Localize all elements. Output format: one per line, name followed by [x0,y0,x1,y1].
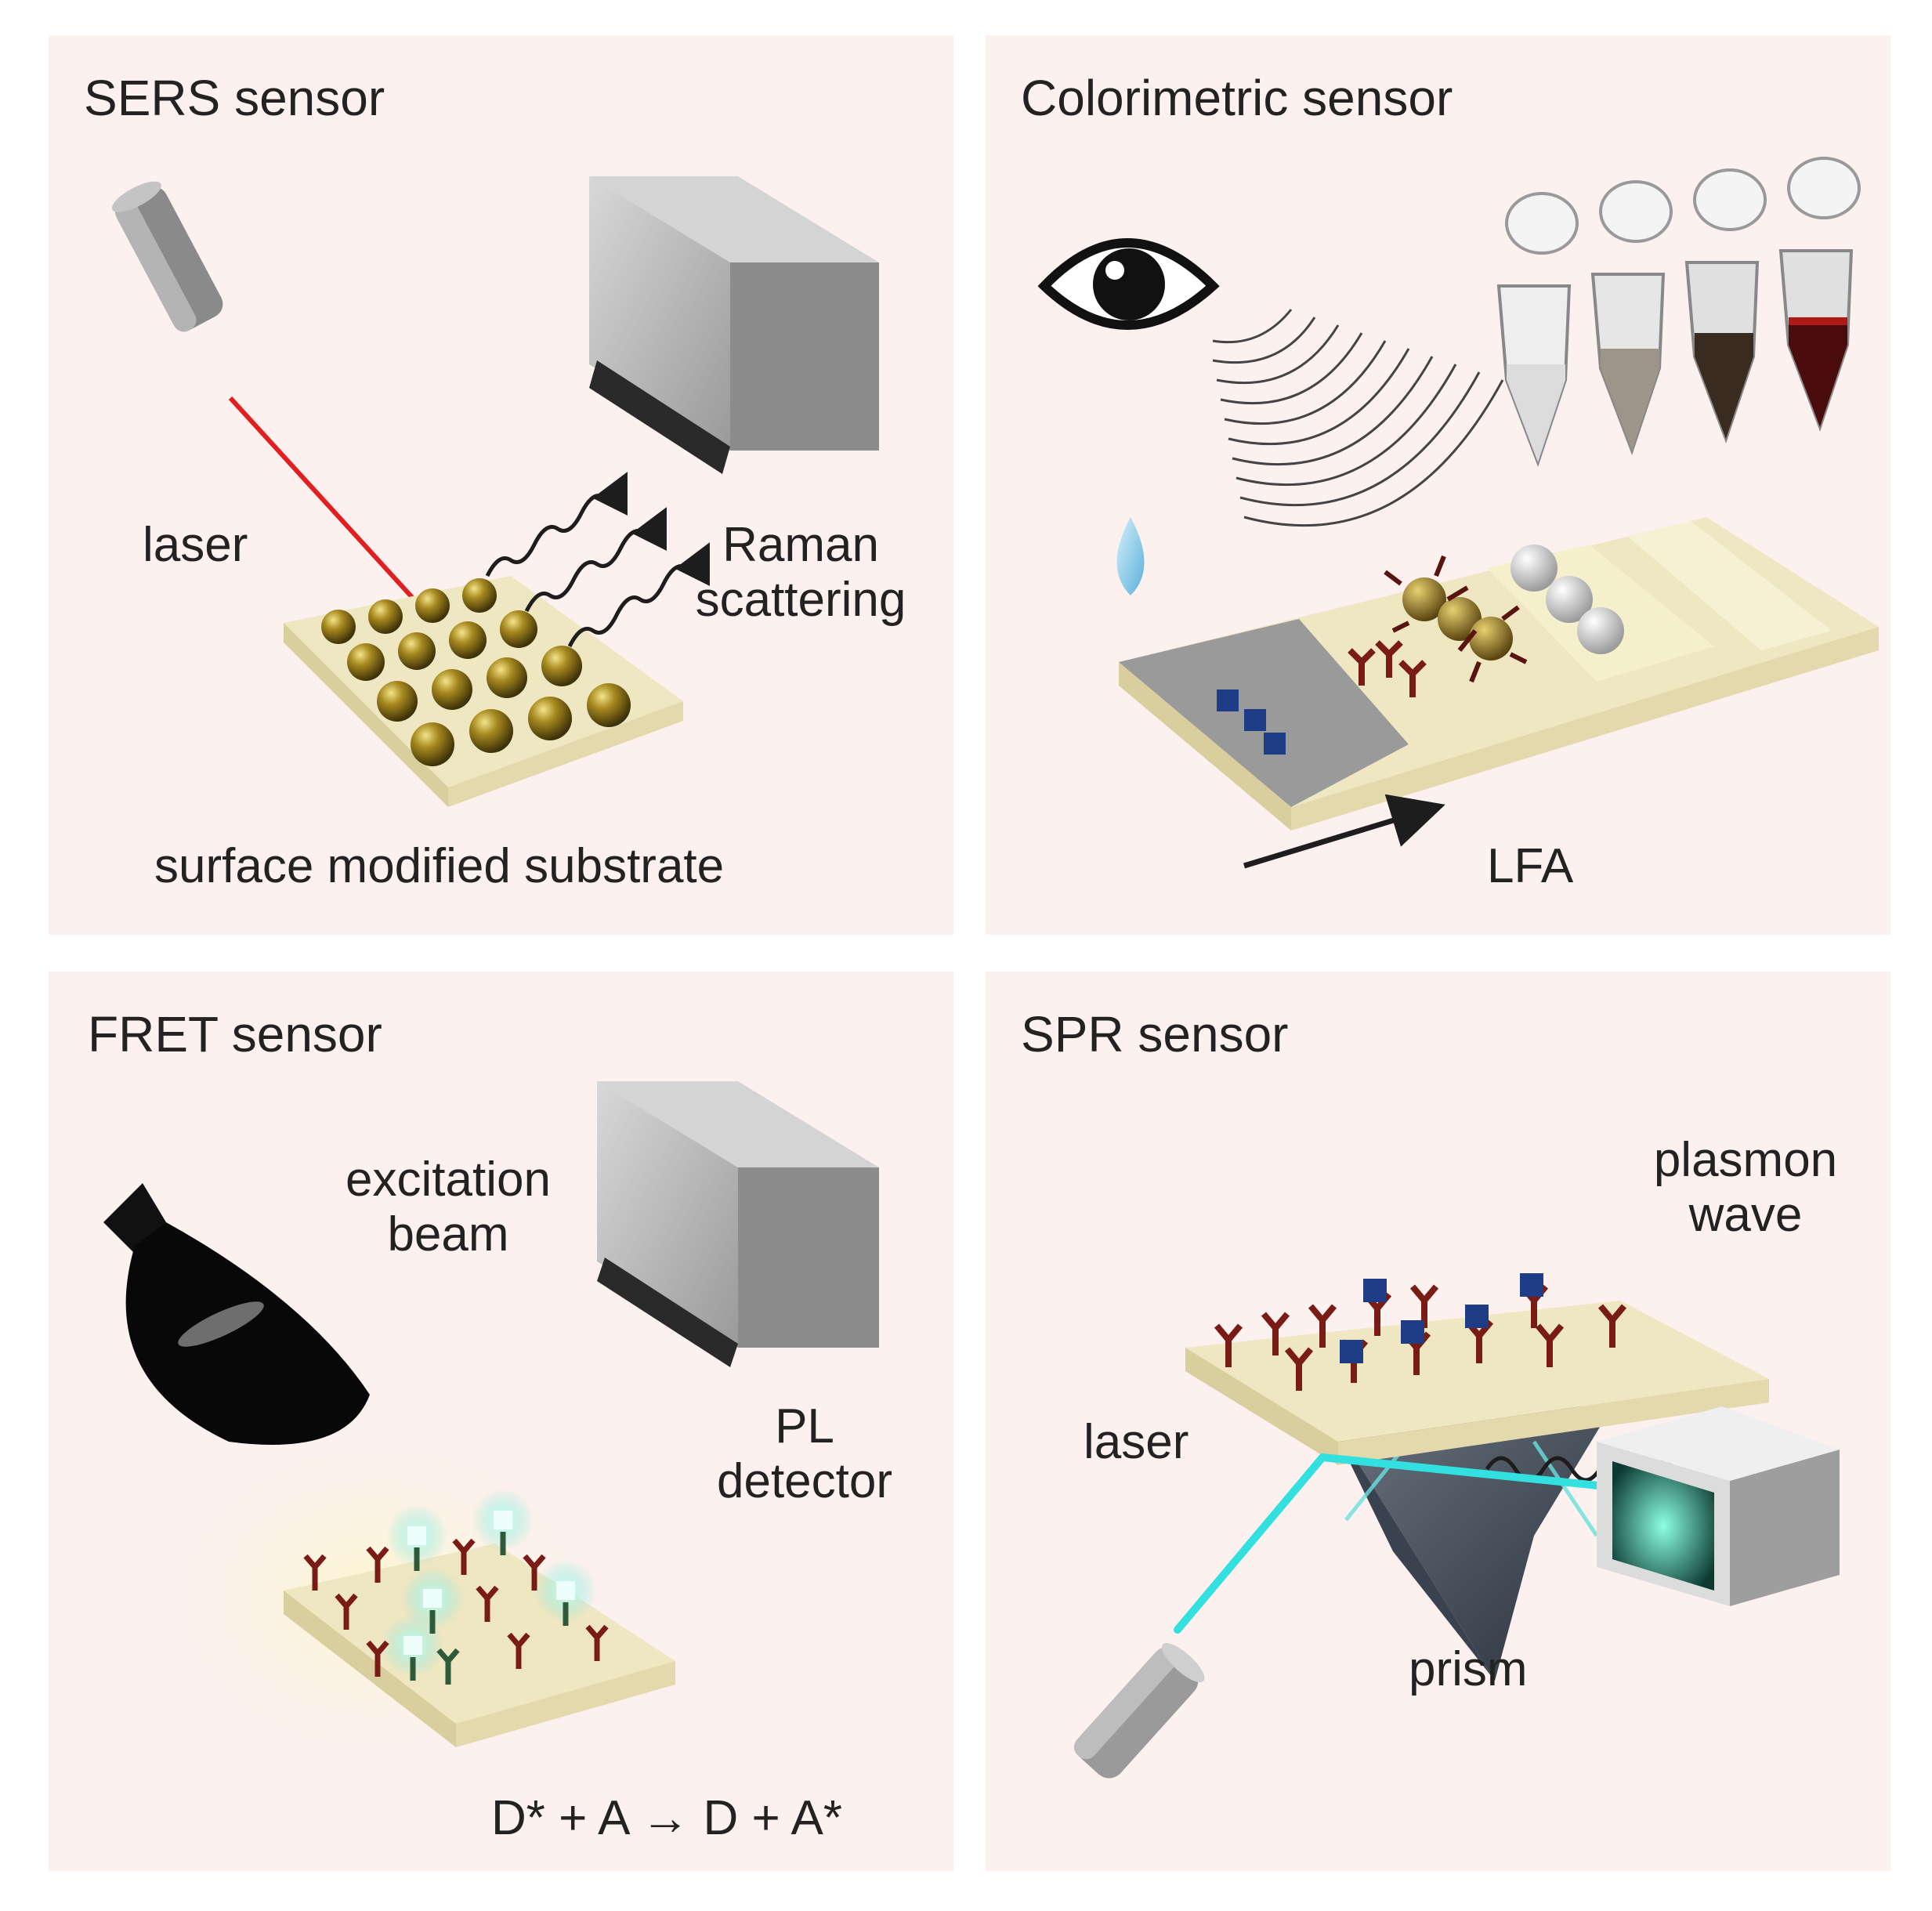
raman-label-line1: Raman [722,518,879,572]
sers-laser-label: laser [143,518,248,572]
sight-lines [1212,309,1504,527]
colorimetric-title: Colorimetric sensor [1021,70,1453,126]
spr-antigens [1340,1273,1543,1363]
raman-label-line2: scattering [695,573,906,627]
flow-direction-arrow [1243,794,1445,869]
pl-label-line2: detector [716,1454,893,1508]
antibody-marks [1348,640,1427,697]
fret-title: FRET sensor [88,1006,382,1062]
colorimetric-illustration [1037,157,1879,869]
laser-beam [228,396,444,632]
prism-label: prism [1409,1642,1528,1696]
fluorescent-donors [382,1489,597,1677]
plasmon-label-line1: plasmon [1653,1133,1838,1187]
spr-laser-label: laser [1084,1415,1189,1469]
excitation-lamp-icon [103,1183,370,1445]
lfa-label: LFA [1487,839,1574,893]
sers-panel: SERS sensor laser Raman scattering surfa… [49,35,953,935]
fret-antibodies [303,1532,609,1685]
laser-cylinder-icon [111,181,223,332]
lfa-strip [1119,517,1879,831]
eye-icon [1037,238,1220,330]
pl-detector-icon [597,1081,879,1367]
fret-panel: FRET sensor excitation beam PL detector … [49,972,953,1871]
sers-title: SERS sensor [84,70,385,126]
excitation-label-line1: excitation [346,1153,551,1207]
pl-label-line1: PL [775,1399,834,1453]
raman-detector-icon [589,176,879,474]
fret-illustration [103,1081,879,1802]
silver-spheres [1511,545,1624,654]
fret-equation: D* + A → D + A* [491,1791,843,1845]
substrate-label: surface modified substrate [154,839,725,893]
spr-title: SPR sensor [1021,1006,1289,1062]
spr-illustration [1073,1273,1840,1779]
gold-nanoparticles [321,578,631,766]
excitation-label-line2: beam [387,1207,509,1261]
colorimetric-panel: Colorimetric sensor LFA [986,35,1890,935]
sers-illustration [111,176,879,807]
raman-scattering-arrows [485,472,710,648]
tube-lids [1505,157,1861,255]
spr-laser-icon [1073,1642,1205,1779]
sample-tubes [1496,249,1854,467]
droplet-icon [1116,517,1145,595]
spr-substrate [1185,1301,1769,1465]
gold-clusters [1384,555,1528,683]
spr-panel: SPR sensor plasmon wave laser prism [986,972,1890,1871]
spr-antibodies [1214,1284,1627,1391]
plasmon-label-line2: wave [1688,1188,1803,1242]
fret-substrate [284,1544,675,1747]
antigen-cubes [1217,689,1286,755]
spr-detector-icon [1597,1406,1840,1606]
